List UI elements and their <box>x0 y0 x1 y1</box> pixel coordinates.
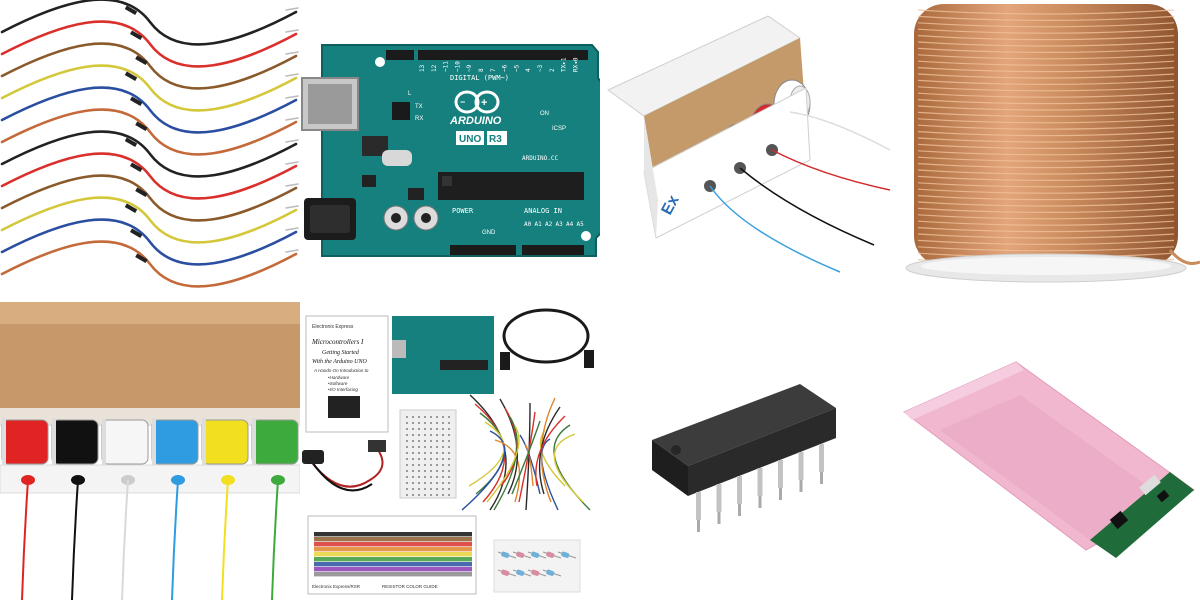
jumper-wire <box>0 0 298 46</box>
svg-text:−: − <box>460 97 465 107</box>
dip-ic-image <box>652 384 836 532</box>
booklet-title-2: Getting Started <box>322 350 360 356</box>
digital-pin-label: ~3 <box>537 64 544 72</box>
six-color-wire-box-image <box>0 302 300 600</box>
jumper-wire <box>0 42 298 90</box>
wire-spool <box>101 419 149 465</box>
jumper-wire <box>0 86 298 134</box>
card-footer: Electronix Express/RSR <box>312 584 361 589</box>
digital-pin-label: 12 <box>431 64 438 72</box>
six-color-wire-box-photo <box>0 300 300 600</box>
jumper-wire <box>0 174 298 222</box>
booklet-item-3: •I/O Interfacing <box>328 387 358 392</box>
l-label: L <box>408 91 412 97</box>
wire-spool <box>251 419 299 465</box>
booklet-item-1: •Hardware <box>328 375 350 380</box>
arduino-brand-label: ARDUINO <box>449 115 502 127</box>
wire-spool <box>201 419 249 465</box>
hookup-wire <box>21 479 29 600</box>
digital-pin-label: ~11 <box>443 61 450 72</box>
analog-pin-label: A2 <box>545 221 553 228</box>
svg-text:+: + <box>481 97 487 109</box>
hookup-wire <box>271 479 279 600</box>
digital-pin-label: TX▸1 <box>561 57 568 72</box>
power-label: POWER <box>452 207 474 215</box>
on-label: ON <box>540 111 549 117</box>
digital-pin-label: 2 <box>549 68 556 72</box>
arduino-uno-photo: 13 12 ~11 ~10 ~9 8 7 ~6 ~5 4 ~3 2 TX▸1 RX◂0 DIGITAL (… <box>300 0 600 300</box>
digital-pin-label: 4 <box>525 68 532 72</box>
jumper-wires-image <box>0 0 299 288</box>
hookup-wire <box>171 479 179 600</box>
arduino-logo <box>454 90 500 114</box>
hookup-wire <box>121 479 129 600</box>
anti-static-bag-photo <box>900 300 1200 600</box>
ic-pin <box>757 468 763 496</box>
digital-pin-label: ~6 <box>502 64 509 72</box>
jumper-wire <box>0 218 298 266</box>
microcontroller-kit-photo: Electronix Express Microcontrollers I Ge… <box>300 300 600 600</box>
wire-spool <box>1 419 49 465</box>
digital-pin-label: 13 <box>419 64 426 72</box>
uno-label: UNO <box>459 134 481 145</box>
wire-spool <box>51 419 99 465</box>
wire-dispenser-box-photo: Ex <box>600 0 900 300</box>
analog-in-label: ANALOG IN <box>524 207 562 215</box>
jumper-wires-photo <box>0 0 300 300</box>
arduino-uno-image: 13 12 ~11 ~10 ~9 8 7 ~6 ~5 4 ~3 2 TX▸1 RX◂0 DIGITAL (… <box>301 44 600 257</box>
tx-label: TX <box>415 104 423 110</box>
card-guide: RESISTOR COLOR GUIDE <box>382 584 438 589</box>
r3-label: R3 <box>489 134 502 145</box>
ic-pin <box>737 476 742 504</box>
digital-pin-label: 7 <box>490 68 497 72</box>
analog-pin-label: A3 <box>556 221 564 228</box>
booklet-item-2: •Software <box>328 381 348 386</box>
hookup-wire <box>71 479 79 600</box>
analog-pin-label: A4 <box>566 221 574 228</box>
gnd-label: GND <box>482 230 496 236</box>
copper-wire-spool-image <box>905 4 1200 283</box>
digital-pin-label: ~5 <box>513 64 520 72</box>
kit-brand: Electronix Express <box>312 324 354 330</box>
analog-pin-label: A5 <box>577 221 585 228</box>
anti-static-bag-image <box>903 361 1195 558</box>
booklet-title-3: With the Arduino UNO <box>312 359 368 365</box>
wire-dispenser-box-image: Ex <box>607 15 891 273</box>
jumper-wire <box>0 152 298 200</box>
booklet-title-1: Microcontrollers I <box>311 338 364 346</box>
digital-pwm-label: DIGITAL (PWM~) <box>450 74 509 82</box>
jumper-wire <box>0 20 298 68</box>
analog-pin-label: A0 <box>524 221 532 228</box>
analog-pin-label: A1 <box>535 221 543 228</box>
jumper-wire <box>0 240 298 288</box>
booklet-subtitle: A Hands-On Introduction to <box>313 368 369 373</box>
icsp-label: ICSP <box>552 126 566 132</box>
hookup-wire <box>221 479 229 600</box>
ic-pin <box>798 452 804 480</box>
microcontroller-kit-image: Electronix Express Microcontrollers I Ge… <box>302 308 594 595</box>
ic-pin <box>778 460 783 488</box>
rx-label: RX <box>415 116 423 122</box>
ic-pin <box>716 484 722 512</box>
copper-wire-spool-photo <box>900 0 1200 300</box>
jumper-wire <box>0 130 298 178</box>
ic-pin <box>819 444 824 472</box>
digital-pin-label: ~9 <box>466 64 473 72</box>
digital-pin-label: ~10 <box>454 61 461 72</box>
digital-pin-label: RX◂0 <box>572 57 579 72</box>
ic-pin <box>696 492 701 520</box>
jumper-wire <box>0 108 298 156</box>
wire-spool <box>151 419 199 465</box>
digital-pin-label: 8 <box>478 68 485 72</box>
jumper-wire <box>0 64 298 112</box>
dip-ic-photo <box>600 300 900 600</box>
jumper-wire <box>0 196 298 244</box>
arduino-cc-label: ARDUINO.CC <box>522 155 559 162</box>
